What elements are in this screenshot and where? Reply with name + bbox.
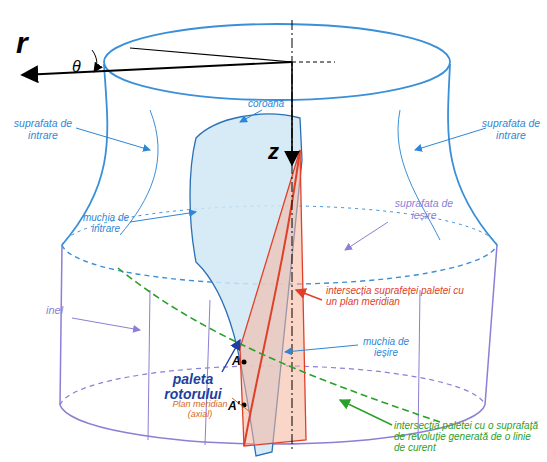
- part-label: coroană: [248, 98, 284, 109]
- part-label: suprafata de intrare: [480, 118, 542, 141]
- section-label: intersecția suprafeței paletei cu un pla…: [326, 285, 476, 307]
- part-label: muchia de intrare: [80, 212, 132, 234]
- axis-symbol: r: [16, 26, 28, 59]
- part-label: muchia de ieșire: [360, 336, 412, 358]
- angle-symbol: θ: [72, 58, 81, 76]
- part-label: paleta rotorului: [158, 372, 228, 403]
- part-label: suprafata de ieșire: [388, 198, 460, 221]
- axis-symbol: z: [268, 140, 279, 164]
- part-label: inel: [46, 304, 63, 316]
- part-label: suprafata de intrare: [10, 118, 76, 141]
- section-label: intersecția paletei cu o suprafață de re…: [394, 420, 542, 453]
- point-label: A: [232, 355, 241, 368]
- point-label: A': [228, 400, 240, 413]
- section-label: Plan meridian (axial): [168, 400, 232, 420]
